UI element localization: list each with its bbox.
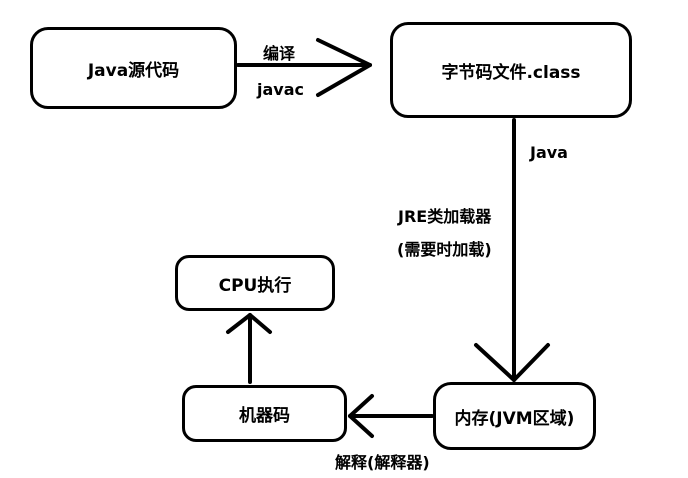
interpret-arrowhead bbox=[348, 394, 374, 438]
execute-arrowhead bbox=[226, 313, 272, 334]
memory-node: 内存(JVM区域) bbox=[433, 382, 596, 450]
jre-loader-label: JRE类加载器 bbox=[398, 207, 492, 226]
compile-label: 编译 bbox=[263, 44, 296, 63]
compile-arrowhead bbox=[316, 38, 372, 97]
javac-label: javac bbox=[257, 80, 304, 99]
cpu-node: CPU执行 bbox=[175, 255, 335, 311]
interpret-label: 解释(解释器) bbox=[335, 453, 430, 472]
on-demand-label: (需要时加载) bbox=[397, 240, 492, 259]
load-arrowhead bbox=[474, 343, 550, 382]
cpu-label: CPU执行 bbox=[218, 275, 292, 296]
java-label: Java bbox=[530, 143, 568, 162]
bytecode-label: 字节码文件.class bbox=[441, 62, 581, 83]
bytecode-node: 字节码文件.class bbox=[390, 22, 632, 118]
machine-code-label: 机器码 bbox=[239, 406, 290, 426]
machine-code-node: 机器码 bbox=[182, 385, 347, 442]
java-source-label: Java源代码 bbox=[87, 60, 180, 81]
java-source-node: Java源代码 bbox=[30, 27, 237, 109]
memory-label: 内存(JVM区域) bbox=[454, 408, 575, 429]
